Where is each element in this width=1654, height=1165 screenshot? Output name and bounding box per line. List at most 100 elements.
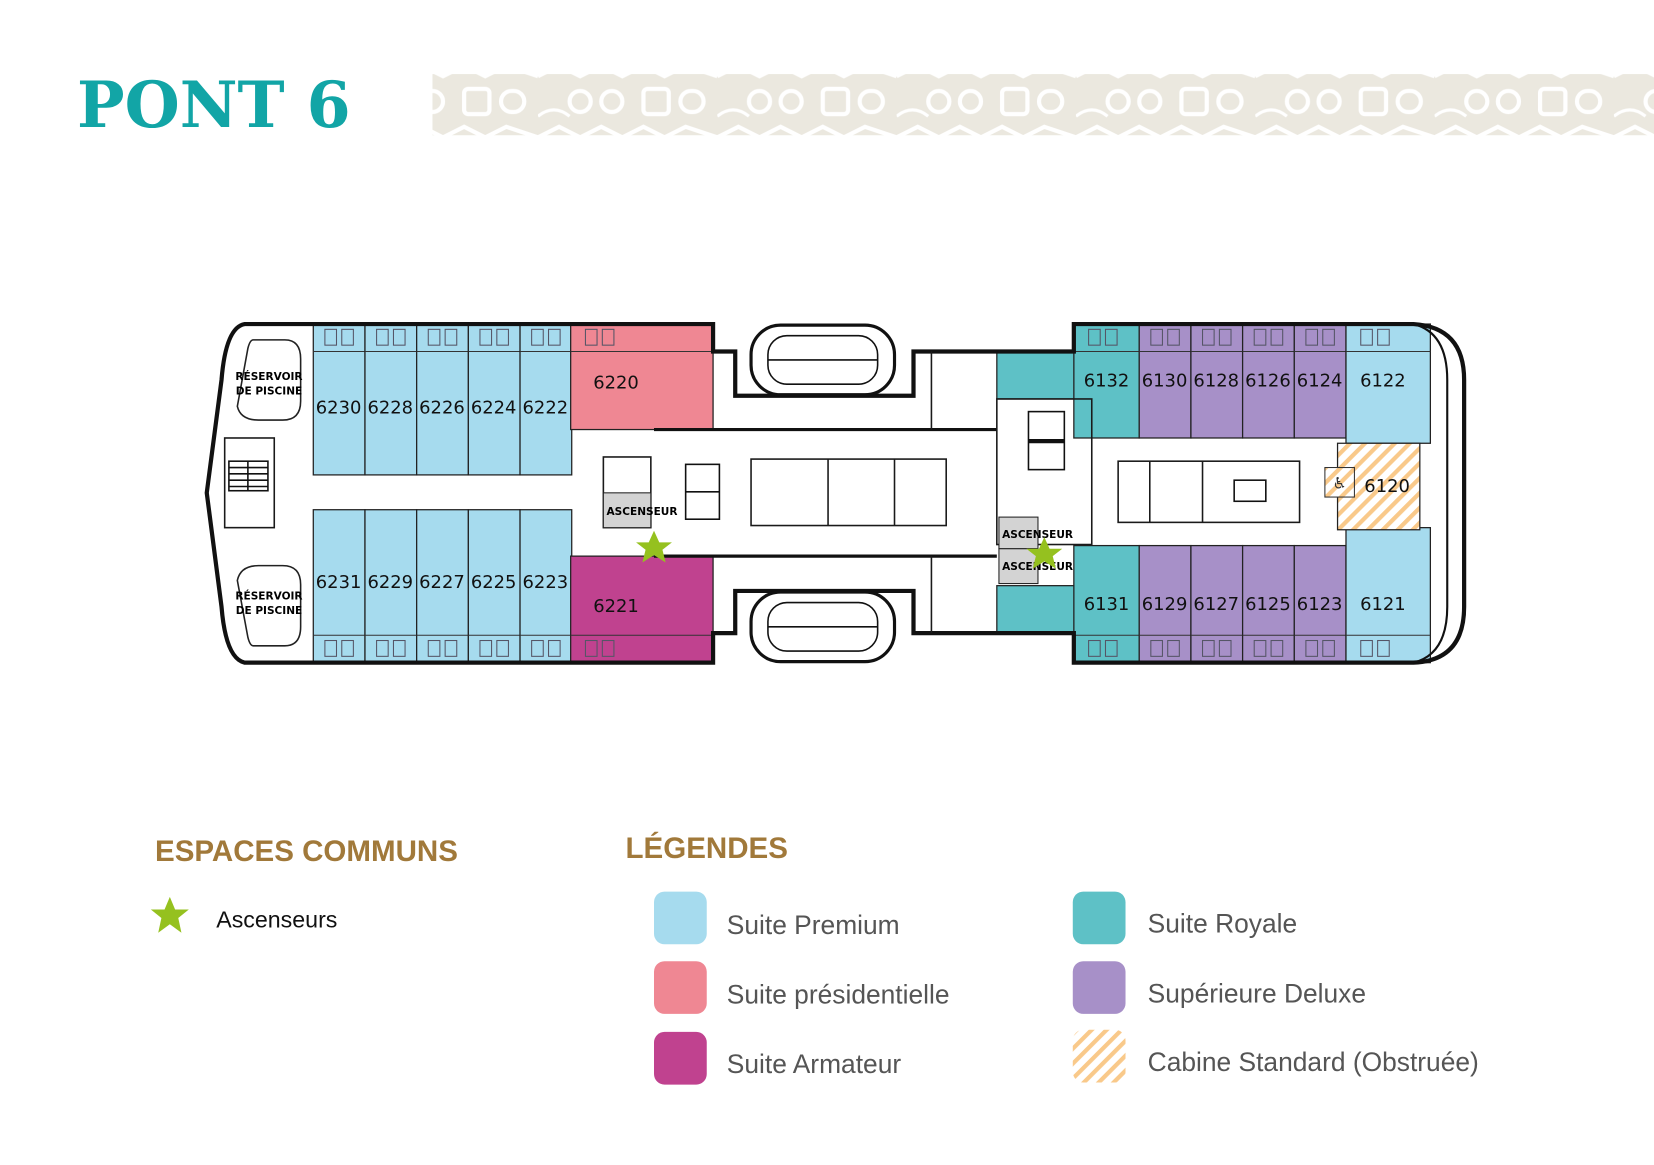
decorative-banner (432, 74, 1654, 136)
cabin-6223[interactable]: 6223 (519, 509, 573, 664)
cabin-area (1138, 544, 1192, 664)
legend-swatch (654, 891, 707, 945)
svg-text:Suite Premium: Suite Premium (727, 910, 900, 940)
cabin-6128[interactable]: 6128 (1190, 323, 1244, 439)
balcony-chair-icon (601, 328, 615, 346)
cabin-number: 6125 (1245, 594, 1291, 615)
star-icon (1026, 537, 1063, 569)
cabin-6230[interactable]: 6230 (312, 323, 366, 476)
balcony-chair-icon (496, 639, 509, 657)
balcony-chair-icon (376, 639, 389, 657)
balcony-chair-icon (427, 639, 441, 657)
cabin-6127[interactable]: 6127 (1190, 544, 1244, 664)
cabin-6122[interactable]: 6122 (1345, 323, 1432, 444)
cabin-number: 6225 (471, 572, 517, 593)
cabin-number: 6227 (419, 572, 465, 593)
svg-text:Suite Royale: Suite Royale (1148, 909, 1297, 939)
wheelchair-icon: ♿ (1324, 466, 1355, 498)
cabin-6132[interactable]: 6132 (996, 323, 1140, 439)
cabin-6126[interactable]: 6126 (1241, 323, 1295, 439)
svg-text:RÉSERVOIR: RÉSERVOIR (235, 370, 302, 383)
cabin-6227[interactable]: 6227 (416, 509, 469, 664)
cabin-6226[interactable]: 6226 (416, 323, 469, 476)
balcony-chair-icon (324, 328, 338, 346)
balcony-chair-icon (584, 328, 598, 346)
legend-swatch (654, 961, 707, 1014)
cabin-area (467, 509, 521, 664)
cabin-6224[interactable]: 6224 (467, 323, 521, 476)
cabin-6221[interactable]: 6221 (570, 555, 714, 664)
svg-text:♿: ♿ (1333, 474, 1347, 493)
cabin-6229[interactable]: 6229 (364, 509, 418, 664)
balcony-chair-icon (376, 328, 389, 346)
legend-heading: LÉGENDES (626, 831, 788, 865)
cabin-number: 6226 (419, 398, 465, 419)
svg-text:Cabine Standard (Obstruée): Cabine Standard (Obstruée) (1148, 1047, 1479, 1077)
legend-item-superieure: Supérieure Deluxe (1072, 961, 1366, 1014)
cabin-6231[interactable]: 6231 (312, 509, 366, 664)
cabin-6225[interactable]: 6225 (467, 509, 521, 664)
cabin-number: 6222 (523, 398, 569, 419)
balcony-chair-icon (341, 328, 354, 346)
balcony-chair-icon (1150, 639, 1163, 657)
elevator-aft: ASCENSEUR (602, 492, 677, 563)
cabin-6123[interactable]: 6123 (1293, 544, 1347, 664)
cabin-area (996, 585, 1075, 634)
cabin-6130[interactable]: 6130 (1138, 323, 1192, 439)
legend-swatch (1072, 1029, 1126, 1083)
cabin-area (996, 350, 1075, 400)
legend-swatch (1072, 891, 1126, 945)
svg-text:Supérieure Deluxe: Supérieure Deluxe (1148, 978, 1366, 1008)
svg-text:DE PISCINE: DE PISCINE (236, 605, 302, 617)
balcony-chair-icon (547, 328, 561, 346)
cabin-6125[interactable]: 6125 (1241, 544, 1295, 664)
svg-text:DE PISCINE: DE PISCINE (236, 386, 302, 398)
cabin-area (570, 555, 714, 664)
balcony-chair-icon (1088, 639, 1101, 657)
cabin-6121[interactable]: 6121 (1345, 527, 1432, 664)
cabin-6124[interactable]: 6124 (1293, 323, 1347, 439)
balcony-chair-icon (324, 639, 338, 657)
svg-text:RÉSERVOIR: RÉSERVOIR (235, 589, 302, 602)
balcony-chair-icon (427, 328, 441, 346)
lifeboat-bottom (749, 590, 897, 664)
balcony-chair-icon (1201, 328, 1215, 346)
cabin-number: 6223 (523, 572, 569, 593)
balcony-chair-icon (1360, 328, 1373, 346)
svg-text:ASCENSEUR: ASCENSEUR (1002, 561, 1073, 573)
cabin-number: 6220 (593, 372, 639, 393)
balcony-chair-icon (1167, 328, 1180, 346)
balcony-chair-icon (1201, 639, 1215, 657)
balcony-chair-icon (1270, 639, 1284, 657)
balcony-chair-icon (1104, 328, 1118, 346)
balcony-chair-icon (1088, 328, 1101, 346)
balcony-chair-icon (1150, 328, 1163, 346)
common-item-label: Ascenseurs (216, 906, 337, 932)
balcony-chair-icon (341, 639, 354, 657)
legend-item-standard: Cabine Standard (Obstruée) (1072, 1029, 1479, 1083)
cabin-number: 6221 (593, 596, 639, 617)
cabin-6228[interactable]: 6228 (364, 323, 418, 476)
star-icon (636, 530, 672, 563)
balcony-chair-icon (479, 639, 493, 657)
balcony-chair-icon (547, 639, 561, 657)
cabin-area (416, 509, 469, 664)
cabin-number: 6129 (1142, 594, 1188, 615)
cabin-area (1293, 323, 1347, 439)
balcony-chair-icon (1322, 639, 1335, 657)
elevator-forward: ASCENSEUR ASCENSEUR (998, 516, 1073, 585)
cabin-number: 6122 (1360, 370, 1406, 391)
cabin-number: 6228 (367, 398, 413, 419)
balcony-chair-icon (392, 328, 406, 346)
balcony-chair-icon (601, 639, 615, 657)
cabin-number: 6127 (1193, 594, 1239, 615)
cabin-6220[interactable]: 6220 (570, 323, 714, 431)
legend-item-premium: Suite Premium (654, 891, 900, 945)
cabin-6222[interactable]: 6222 (519, 323, 573, 476)
cabin-6129[interactable]: 6129 (1138, 544, 1192, 664)
page-title: PONT 6 (77, 68, 351, 142)
balcony-chair-icon (584, 639, 598, 657)
svg-text:ASCENSEUR: ASCENSEUR (1002, 529, 1073, 541)
